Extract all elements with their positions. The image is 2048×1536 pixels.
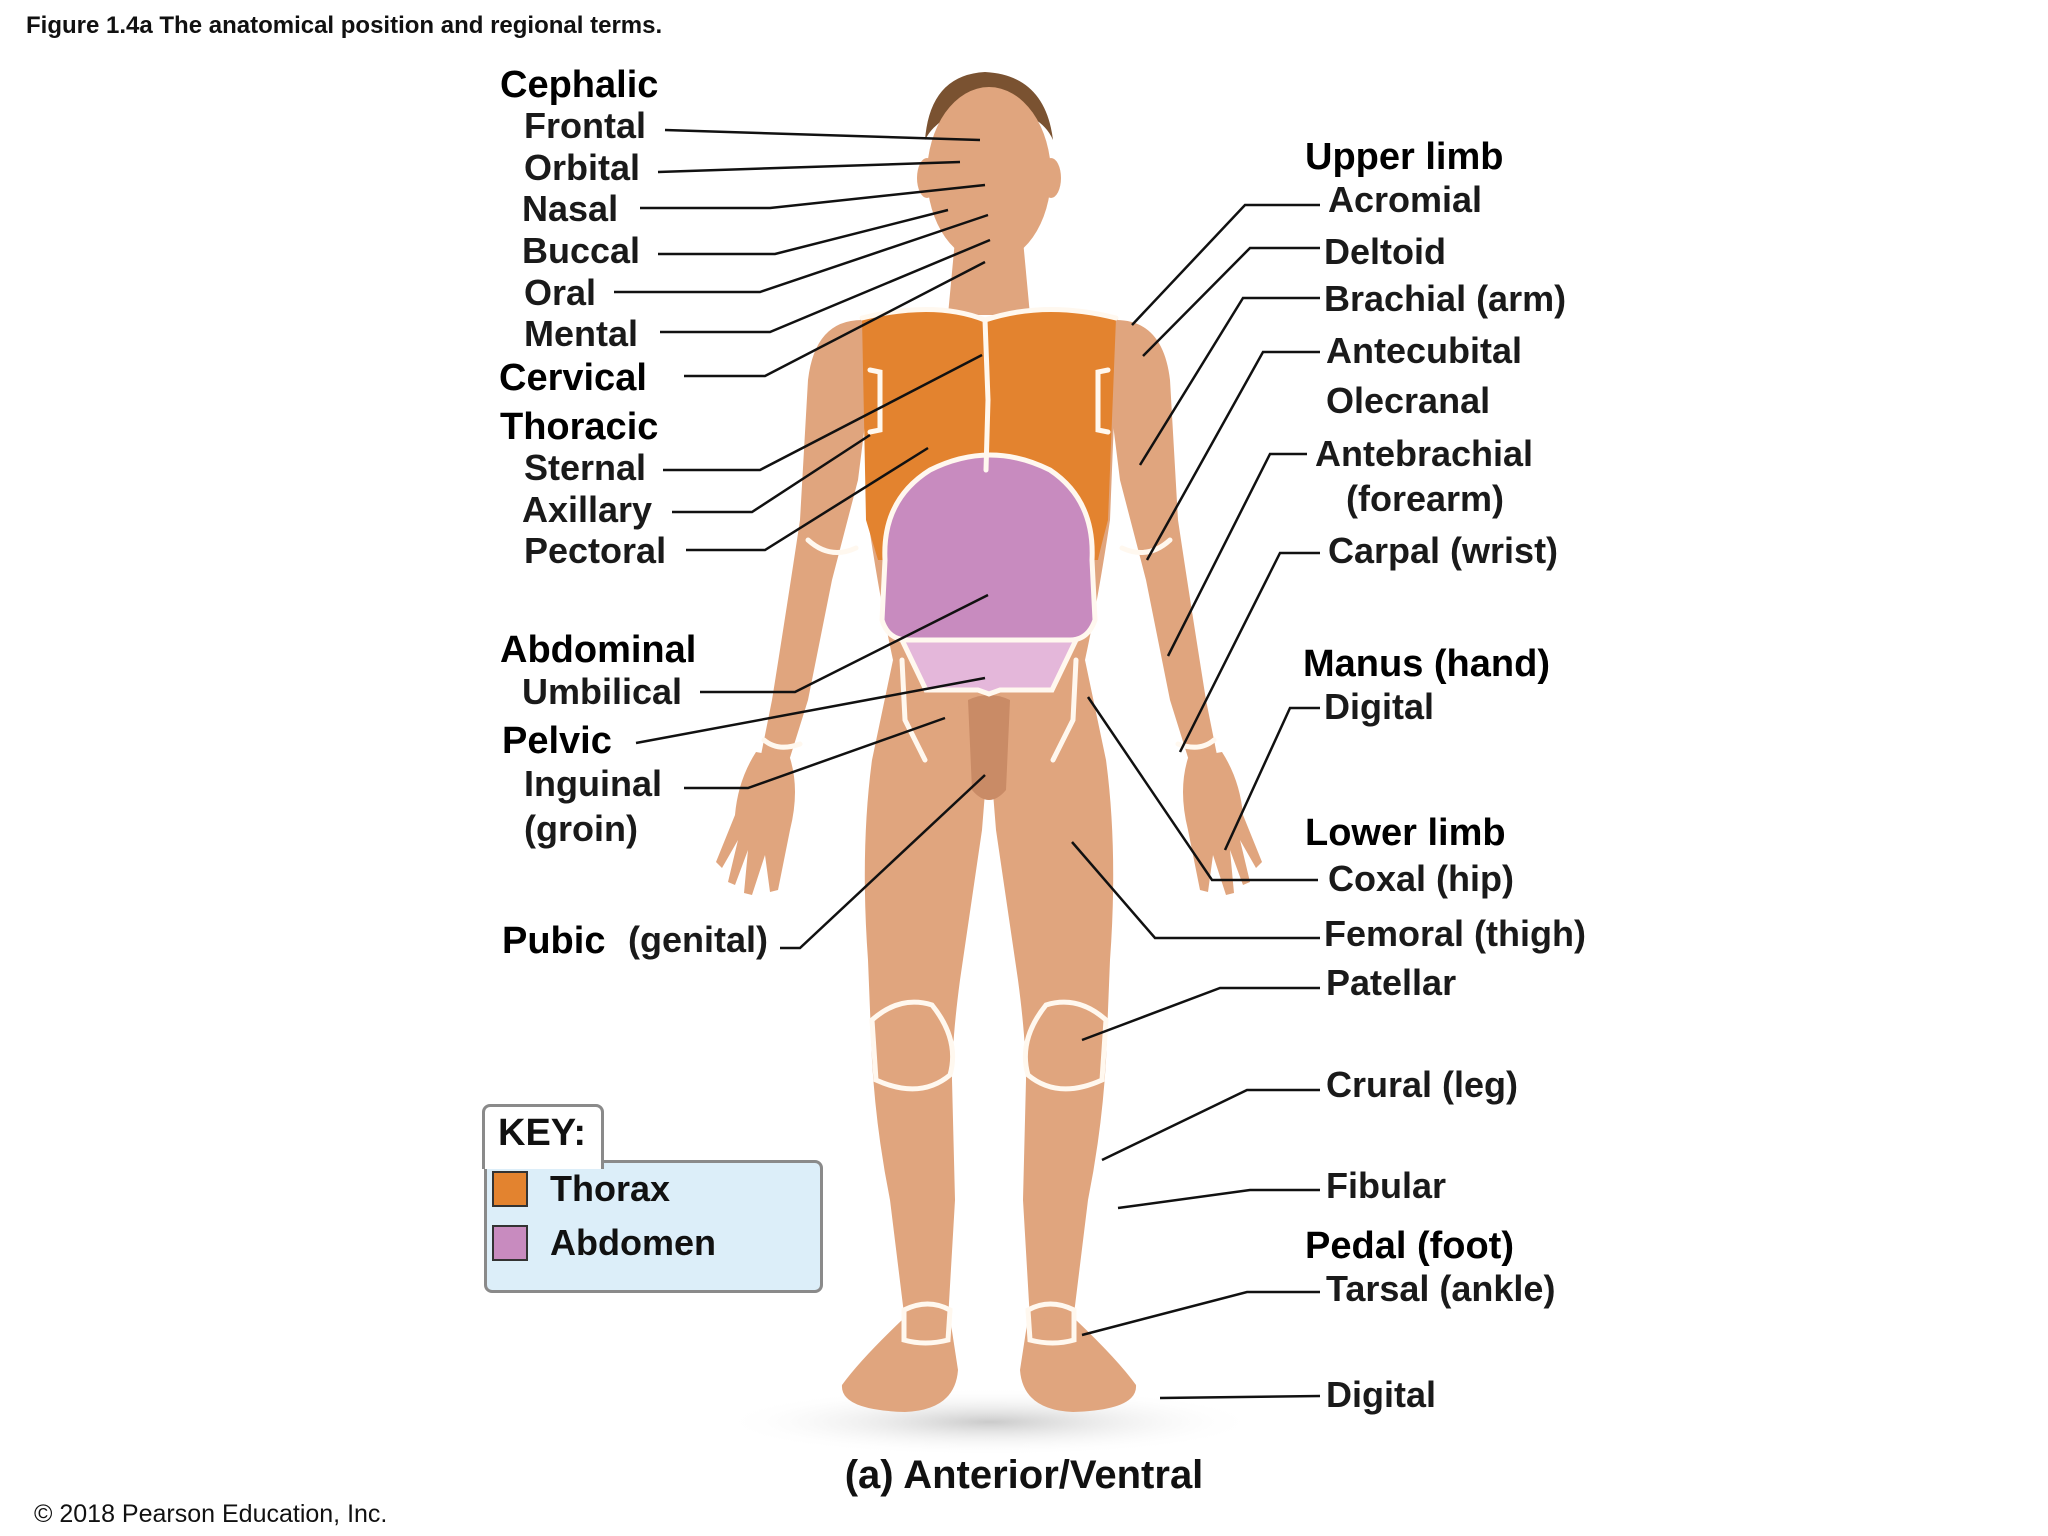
key-tab <box>482 1104 604 1169</box>
leader-sternal <box>663 353 983 472</box>
key-title: KEY: <box>498 1112 586 1154</box>
label-buccal: Buccal <box>522 230 641 271</box>
label-lower-limb: Lower limb <box>1305 812 1506 854</box>
label-carpal: Carpal (wrist) <box>1328 530 1559 571</box>
label-genital: (genital) <box>628 919 768 960</box>
left-ear <box>917 158 937 198</box>
leader-orbital <box>657 160 961 174</box>
label-antebrachial: Antebrachial <box>1315 433 1534 474</box>
leader-acromial <box>1131 203 1320 326</box>
label-digital-hand: Digital <box>1324 686 1435 727</box>
label-olecranal: Olecranal <box>1326 380 1491 421</box>
abdomen-region <box>882 455 1095 640</box>
label-groin: (groin) <box>524 808 638 849</box>
right-ear <box>1041 158 1061 198</box>
key-row-thorax: Thorax <box>492 1168 670 1210</box>
leader-antecubital <box>1145 350 1320 561</box>
leader-digital-foot <box>1159 1394 1321 1400</box>
left-leg <box>864 660 990 1322</box>
leader-brachial <box>1138 296 1320 466</box>
neck <box>948 240 1030 315</box>
label-oral: Oral <box>524 272 597 313</box>
region-boundaries <box>761 307 1217 1346</box>
right-leg <box>988 660 1114 1322</box>
label-pelvic: Pelvic <box>502 720 612 762</box>
label-crural: Crural (leg) <box>1326 1064 1519 1105</box>
label-frontal: Frontal <box>524 105 646 146</box>
key-row-abdomen: Abdomen <box>492 1222 716 1264</box>
label-mental: Mental <box>524 313 639 354</box>
leader-coxal <box>1086 696 1318 882</box>
head <box>927 87 1051 263</box>
label-brachial: Brachial (arm) <box>1324 278 1567 319</box>
label-tarsal: Tarsal (ankle) <box>1326 1268 1556 1309</box>
key-label-abdomen: Abdomen <box>550 1222 716 1263</box>
label-manus: Manus (hand) <box>1303 643 1550 685</box>
leader-crural <box>1101 1088 1320 1162</box>
leader-axillary <box>672 433 871 514</box>
leader-pubic <box>780 774 986 950</box>
leader-buccal <box>658 208 949 256</box>
figure-title: Figure 1.4a The anatomical position and … <box>26 12 663 39</box>
label-digital-foot: Digital <box>1326 1374 1437 1415</box>
label-femoral: Femoral (thigh) <box>1324 913 1586 954</box>
leader-antebrachial <box>1166 452 1307 657</box>
label-pectoral: Pectoral <box>524 530 667 571</box>
leader-tarsal <box>1081 1290 1320 1337</box>
label-coxal: Coxal (hip) <box>1328 858 1514 899</box>
figure-caption: (a) Anterior/Ventral <box>844 1453 1204 1497</box>
leader-oral <box>614 213 989 294</box>
label-patellar: Patellar <box>1326 962 1457 1003</box>
leader-nasal <box>640 183 986 210</box>
floor-shadow <box>720 1388 1260 1456</box>
label-inguinal: Inguinal <box>524 763 662 804</box>
label-cephalic: Cephalic <box>500 64 659 106</box>
left-foot <box>841 1318 958 1412</box>
key-panel <box>484 1160 823 1293</box>
leader-pelvic <box>635 676 986 745</box>
label-nasal: Nasal <box>522 188 619 229</box>
label-upper-limb: Upper limb <box>1305 136 1504 178</box>
label-axillary: Axillary <box>522 489 653 530</box>
key-label-thorax: Thorax <box>550 1168 671 1209</box>
leader-umbilical <box>700 593 989 694</box>
label-thoracic: Thoracic <box>500 406 659 448</box>
label-acromial: Acromial <box>1328 179 1483 220</box>
label-pedal: Pedal (foot) <box>1305 1225 1514 1267</box>
abdomen-swatch <box>492 1225 528 1261</box>
copyright: © 2018 Pearson Education, Inc. <box>34 1500 388 1528</box>
leader-carpal <box>1178 551 1320 753</box>
body-figure <box>716 72 1262 1412</box>
label-antecubital: Antecubital <box>1326 330 1523 371</box>
leader-pectoral <box>686 446 929 552</box>
leader-inguinal <box>684 716 946 790</box>
right-foot <box>1020 1318 1137 1412</box>
thorax-swatch <box>492 1171 528 1207</box>
leader-femoral <box>1071 841 1320 940</box>
label-pubic: Pubic <box>502 920 606 962</box>
leader-patellar <box>1081 986 1320 1042</box>
label-sternal: Sternal <box>524 447 647 488</box>
leader-frontal <box>664 128 981 142</box>
leader-mental <box>660 238 991 334</box>
leader-deltoid <box>1142 246 1320 357</box>
label-fibular: Fibular <box>1326 1165 1447 1206</box>
label-umbilical: Umbilical <box>522 671 683 712</box>
label-forearm: (forearm) <box>1346 478 1505 519</box>
leader-cervical <box>684 260 986 378</box>
left-hand <box>716 752 795 895</box>
leader-digital-hand <box>1223 706 1320 851</box>
right-hand <box>1183 752 1262 895</box>
genital-region <box>968 695 1010 800</box>
label-abdominal: Abdominal <box>500 629 697 671</box>
label-deltoid: Deltoid <box>1324 231 1446 272</box>
pelvic-region <box>902 640 1076 694</box>
label-orbital: Orbital <box>524 147 641 188</box>
leader-fibular <box>1117 1188 1320 1210</box>
label-cervical: Cervical <box>499 357 647 399</box>
leader-lines <box>614 128 1321 1400</box>
